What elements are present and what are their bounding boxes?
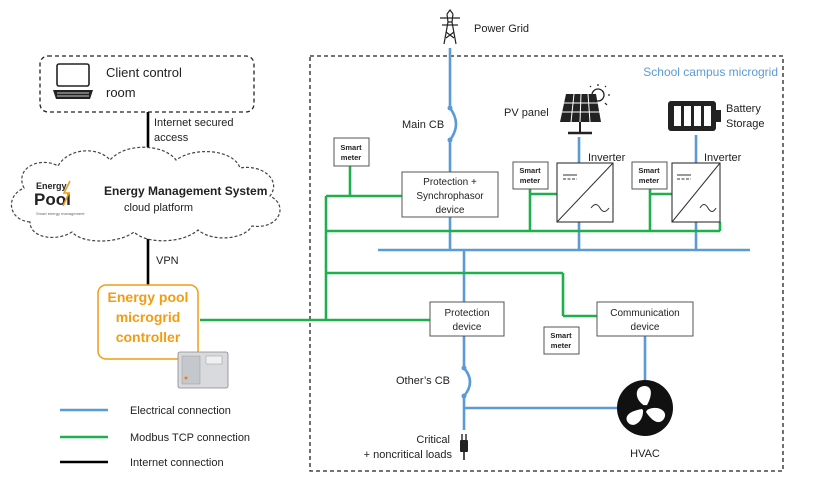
inverter-battery: [671, 162, 721, 223]
logo-pool: Pool: [34, 190, 71, 209]
controller-line1: Energy pool: [108, 289, 189, 305]
battery-icon: [668, 101, 721, 131]
svg-text:Smart: Smart: [550, 331, 572, 340]
hvac-fan-icon: [617, 380, 673, 436]
vpn-label: VPN: [156, 255, 179, 267]
client-label-line1: Client control: [106, 65, 182, 80]
controller-box: [97, 284, 199, 360]
logo-tagline: Smart energy management: [36, 211, 85, 216]
protection-device: Protection device: [429, 301, 505, 337]
internet-access-line1: Internet secured: [154, 117, 234, 129]
legend: Electrical connection Modbus TCP connect…: [60, 405, 250, 469]
smart-meter-hvac: Smart meter: [543, 326, 580, 355]
svg-text:meter: meter: [639, 176, 660, 185]
svg-text:Synchrophasor: Synchrophasor: [416, 191, 484, 202]
svg-text:device: device: [631, 322, 660, 333]
legend-electrical-label: Electrical connection: [130, 405, 231, 417]
svg-text:Protection: Protection: [444, 308, 489, 319]
smart-meter-battery: Smart meter: [631, 161, 668, 190]
campus-boundary: [309, 55, 784, 472]
battery-label-line2: Storage: [726, 118, 765, 130]
svg-text:Smart: Smart: [638, 166, 660, 175]
energy-pool-logo: Energy Pool Smart energy management: [34, 180, 85, 216]
smart-meter-main: Smart meter: [333, 137, 370, 167]
inverter-pv: [556, 162, 614, 223]
hvac-label: HVAC: [630, 448, 660, 460]
plug-icon: [460, 434, 468, 460]
smart-meter-pv: Smart meter: [512, 161, 549, 190]
svg-text:Communication: Communication: [610, 308, 679, 319]
laptop-icon: [53, 63, 93, 99]
svg-text:Smart: Smart: [340, 143, 362, 152]
svg-text:device: device: [436, 205, 465, 216]
electrical-lines: [378, 48, 750, 430]
svg-text:meter: meter: [341, 153, 362, 162]
battery-label-line1: Battery: [726, 103, 761, 115]
modbus-lines: [200, 166, 722, 322]
power-grid-label: Power Grid: [474, 23, 529, 35]
ems-title-line2: cloud platform: [124, 202, 193, 214]
pv-panel-label: PV panel: [504, 107, 549, 119]
loads-label-line1: Critical: [416, 434, 450, 446]
svg-text:meter: meter: [551, 341, 572, 350]
campus-title: School campus microgrid: [643, 65, 778, 79]
inverter-battery-label: Inverter: [704, 152, 742, 164]
client-label-line2: room: [106, 85, 136, 100]
others-cb-label: Other’s CB: [396, 375, 450, 387]
protection-synchrophasor-device: Protection + Synchrophasor device: [401, 171, 499, 218]
controller-hardware-icon: [177, 351, 229, 389]
controller-line3: controller: [116, 329, 181, 345]
communication-device: Communication device: [596, 301, 694, 337]
svg-text:Protection +: Protection +: [423, 177, 477, 188]
legend-modbus-label: Modbus TCP connection: [130, 432, 250, 444]
logo-energy: Energy: [36, 181, 67, 191]
svg-text:meter: meter: [520, 176, 541, 185]
cb-dots: [447, 105, 467, 399]
ems-title-line1: Energy Management System: [104, 184, 267, 198]
pv-panel-icon: [560, 84, 610, 135]
cloud-shape: [10, 146, 281, 242]
svg-text:device: device: [453, 322, 482, 333]
inverter-pv-label: Inverter: [588, 152, 626, 164]
power-grid-tower-icon: [440, 9, 460, 45]
legend-internet-label: Internet connection: [130, 457, 224, 469]
loads-label-line2: + noncritical loads: [364, 449, 453, 461]
internet-access-line2: access: [154, 132, 189, 144]
controller-line2: microgrid: [116, 309, 181, 325]
main-cb-label: Main CB: [402, 119, 444, 131]
client-control-room-box: [39, 55, 255, 113]
svg-text:Smart: Smart: [519, 166, 541, 175]
